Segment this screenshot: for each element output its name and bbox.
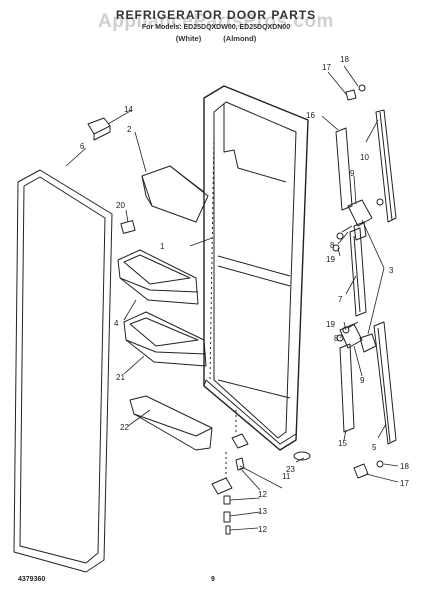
callout-8-upper: 8 [330, 241, 335, 250]
callout-4: 4 [114, 319, 119, 328]
color-variants: (White) (Almond) [0, 34, 432, 43]
callout-21: 21 [116, 373, 125, 382]
upper-door-bin [117, 249, 199, 305]
callout-14: 14 [124, 105, 133, 114]
dairy-door-clip [120, 220, 136, 234]
callout-9-upper: 9 [350, 169, 355, 178]
color-white-label: (White) [175, 34, 202, 43]
document-number: 4379360 [18, 576, 46, 583]
door-panel [203, 85, 309, 451]
handle-bracket-upper [347, 199, 373, 241]
door-stop-pad [293, 451, 311, 461]
callout-20: 20 [116, 201, 125, 210]
callout-12-upper: 12 [258, 490, 267, 499]
callout-10: 10 [360, 153, 369, 162]
model-numbers: For Models: ED25DQXDW00, ED25DQXDN00 [141, 24, 291, 31]
callout-11: 11 [282, 472, 291, 481]
lower-handle-trim [339, 343, 355, 433]
callout-5: 5 [372, 443, 377, 452]
upper-handle-trim [335, 127, 367, 317]
callout-7: 7 [338, 295, 343, 304]
callout-19-upper: 19 [326, 255, 335, 264]
diagram-title: REFRIGERATOR DOOR PARTS [115, 8, 317, 22]
callout-8-lower: 8 [334, 334, 339, 343]
callout-23: 23 [286, 465, 295, 474]
callout-12-lower: 12 [258, 525, 267, 534]
lower-door-shelf [129, 395, 213, 451]
callout-19-lower: 19 [326, 320, 335, 329]
callout-17-bottom: 17 [400, 479, 409, 488]
callout-13: 13 [258, 507, 267, 516]
callout-15: 15 [338, 439, 347, 448]
leader-lines [65, 65, 399, 531]
door-handle-lower [373, 321, 397, 445]
watermark: AppliancePartsPros.com [98, 11, 334, 32]
callout-2: 2 [127, 125, 132, 134]
screws [332, 84, 384, 479]
callout-22: 22 [120, 423, 129, 432]
callout-18-bottom: 18 [400, 462, 409, 471]
callout-16: 16 [306, 111, 315, 120]
color-almond-label: (Almond) [223, 34, 257, 43]
middle-door-bin [123, 311, 207, 367]
handle-bracket-lower [339, 323, 377, 353]
bottom-hinge-hardware [211, 410, 249, 535]
door-gasket [13, 169, 113, 573]
dairy-hinge [87, 117, 111, 141]
page-number: 9 [211, 576, 215, 583]
dairy-compartment-door [141, 165, 209, 223]
callout-18-top: 18 [340, 55, 349, 64]
callout-6: 6 [80, 142, 85, 151]
callout-3: 3 [389, 266, 394, 275]
callout-9-lower: 9 [360, 376, 365, 385]
callout-17-top: 17 [322, 63, 331, 72]
door-handle-upper [375, 109, 397, 223]
callout-1: 1 [160, 242, 165, 251]
